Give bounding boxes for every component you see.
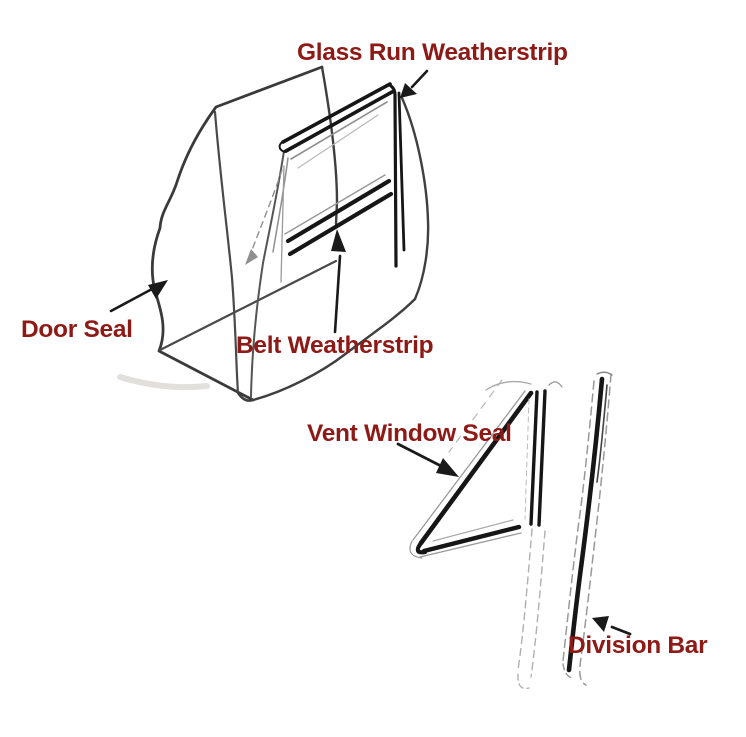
division-bar-left-dashed: [562, 380, 595, 662]
label-belt-weatherstrip: Belt Weatherstrip: [236, 332, 434, 359]
glass-front-edge-inner: [272, 157, 289, 253]
belt-arrowhead-icon: [331, 229, 346, 252]
division-bar-top-cap: [596, 371, 613, 376]
glass-top-edge-line-2: [297, 114, 379, 169]
glass-top-edge-line: [290, 101, 388, 160]
belt-strip-upper: [285, 178, 392, 244]
glass-center-curve: [320, 65, 339, 226]
glass-run-channel-outer: [281, 82, 392, 144]
glass-run-channel-front-cap: [278, 140, 286, 153]
glass-front-edge: [250, 150, 285, 398]
vent-division-drawing: [396, 371, 632, 690]
vent-seal-hypotenuse: [418, 390, 534, 546]
belt-strip-highlight: [284, 174, 386, 235]
label-door-seal: Door Seal: [21, 316, 133, 343]
label-vent-window-seal: Vent Window Seal: [307, 420, 512, 447]
vent-seal-bottom-edge: [421, 524, 522, 554]
vent-channel-top-curl: [548, 381, 563, 388]
division-bar-arrow-shaft: [610, 625, 632, 636]
door-inner-edge: [158, 259, 338, 352]
channel-extension-right: [530, 530, 546, 678]
door-bottom-curve: [236, 297, 417, 402]
glass-run-channel-rear-leg-outer: [389, 84, 398, 268]
glass-drop-arrowhead-icon: [245, 249, 258, 265]
vent-seal-corner-outline: [409, 540, 423, 559]
vent-seal-arrow-shaft: [396, 442, 443, 468]
belt-arrow-shaft: [333, 254, 342, 334]
glass-run-channel-rear-leg-inner: [397, 91, 406, 252]
vent-channel-right: [537, 389, 547, 527]
glass-run-channel-inner: [284, 90, 394, 153]
glass-run-arrowhead-icon: [400, 83, 417, 98]
belt-strip-lower: [287, 191, 394, 257]
division-bar-bottom-curl: [562, 663, 574, 679]
glass-drop-dashed-line: [251, 169, 283, 251]
belt-strip-nick: [354, 202, 363, 208]
glass-run-arrow-shaft: [410, 69, 429, 89]
vent-seal-arrowhead-icon: [436, 458, 459, 477]
channel-extension-left: [517, 528, 533, 671]
glass-front-vertical-line: [280, 165, 285, 283]
division-bar-right-dashed: [579, 373, 612, 686]
glass-rear-curve: [400, 96, 430, 301]
division-bar-companion: [596, 384, 608, 483]
vent-channel-left: [529, 390, 539, 526]
label-division-bar: Division Bar: [568, 632, 708, 659]
door-seal-arrow-shaft: [109, 287, 154, 313]
division-bar-dark: [566, 376, 605, 673]
door-outline: [150, 65, 324, 402]
door-seal-arrowhead-icon: [148, 280, 168, 299]
vent-seal-hypotenuse-outline: [412, 390, 526, 541]
hypotenuse-guide-dashes: [448, 379, 503, 453]
window-opening-front-edge: [213, 110, 240, 395]
vent-vertex-curl: [485, 380, 532, 391]
vent-seal-bottom-outline: [419, 532, 522, 558]
door-assembly-drawing: [109, 65, 430, 402]
division-bar-arrowhead-icon: [592, 616, 609, 632]
vent-seal-bottom-inner: [432, 519, 514, 542]
channel-extension-bottom: [517, 673, 530, 690]
door-shadow-line: [117, 374, 210, 391]
label-glass-run-weatherstrip: Glass Run Weatherstrip: [297, 39, 568, 66]
vent-channel-faint-left: [524, 398, 530, 520]
